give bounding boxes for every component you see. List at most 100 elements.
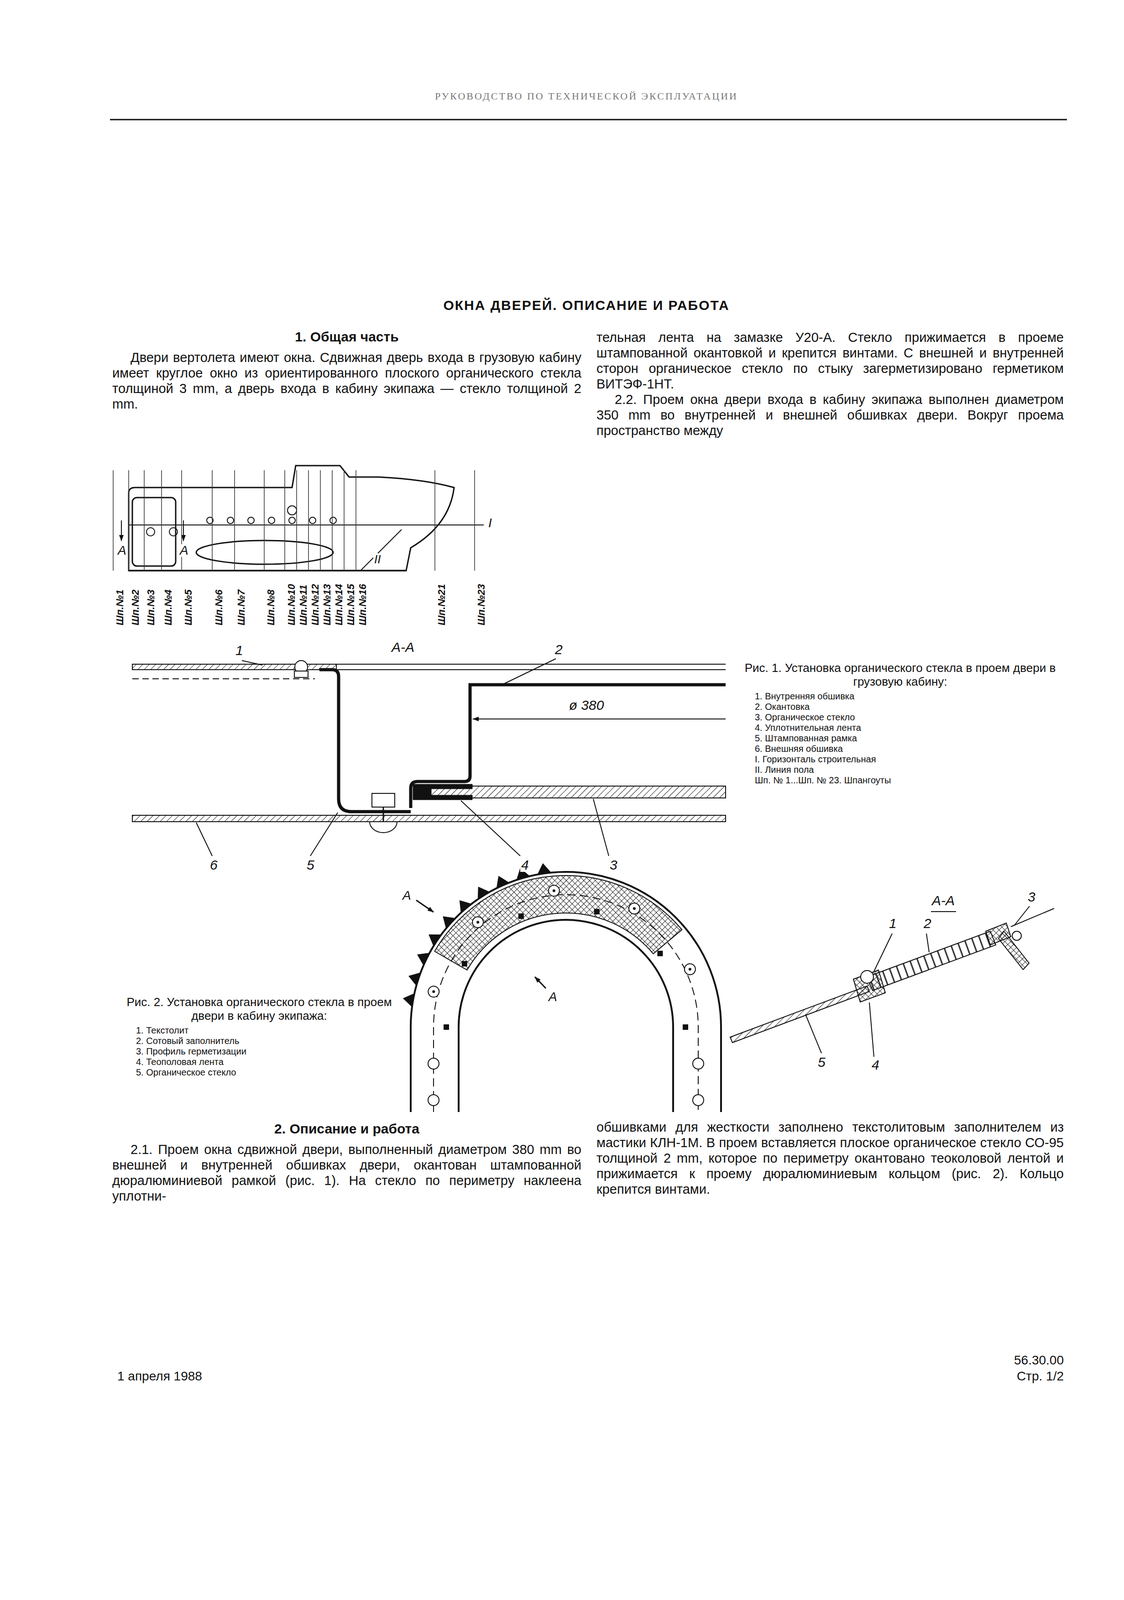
screw <box>692 1057 704 1069</box>
porthole <box>309 517 316 524</box>
ring-line <box>433 894 699 1112</box>
frame-line <box>474 470 476 571</box>
text-column: обшивками для жесткости заполнено тексто… <box>596 1118 1064 1197</box>
frame-label: Шп.№21 <box>436 582 447 627</box>
frame-line <box>331 470 333 571</box>
screw <box>548 884 560 896</box>
frame-label: Шп.№6 <box>214 588 225 627</box>
window-opening <box>458 919 674 1112</box>
rivet-spike <box>408 972 421 986</box>
body-paragraph: 2.2. Проем окна двери входа в кабину эки… <box>596 391 1064 439</box>
frame-line <box>319 470 321 571</box>
frame-label: Шп.№3 <box>146 588 157 627</box>
cargo-door-oval <box>196 540 334 565</box>
frame-label: Шп.№14 <box>334 582 345 627</box>
running-header: РУКОВОДСТВО ПО ТЕХНИЧЕСКОЙ ЭКСПЛУАТАЦИИ <box>434 90 738 103</box>
issue-date: 1 апреля 1988 <box>117 1369 203 1384</box>
frame-label: Шп.№13 <box>322 582 333 627</box>
nut <box>371 793 395 807</box>
organic-glass <box>730 985 870 1043</box>
frame-label: Шп.№12 <box>310 582 321 627</box>
side-view <box>121 465 484 571</box>
porthole <box>288 517 296 524</box>
body-paragraph: Двери вертолета имеют окна. Сдвижная две… <box>112 349 582 412</box>
window-view <box>402 863 722 1112</box>
leader-line <box>241 660 263 665</box>
frame-line <box>112 470 114 571</box>
frame-line <box>234 470 236 571</box>
anchor-nut <box>657 950 663 957</box>
frame-label: Шп.№11 <box>298 583 309 627</box>
outer-contour <box>410 871 722 1112</box>
callout-number: 4 <box>520 857 530 872</box>
screw-center <box>476 920 480 924</box>
screw <box>684 963 696 975</box>
legend-item: 4. Уплотнительная лента <box>736 722 1064 733</box>
fastener <box>1012 930 1022 941</box>
leader-line <box>501 658 556 685</box>
rivet-spike <box>428 934 442 947</box>
legend-item: Шп. № 1...Шп. № 23. Шпангоуты <box>736 774 1064 786</box>
body-paragraph: тельная лента на замазке У20-А. Стекло п… <box>596 329 1064 392</box>
porthole <box>227 517 234 524</box>
section-title: А-А <box>390 640 416 654</box>
rivet-spike <box>537 863 551 875</box>
anchor-nut <box>518 913 524 919</box>
callout-number: 1 <box>888 916 898 931</box>
view-marker: А <box>116 543 128 557</box>
sealing-tape <box>413 784 473 800</box>
screw <box>428 1094 440 1106</box>
screw-shank <box>382 806 385 822</box>
frame-line <box>161 470 163 571</box>
screw-center <box>552 888 556 892</box>
rivet-spike <box>402 993 415 1007</box>
leader-line <box>926 933 930 952</box>
frame-line <box>211 470 213 571</box>
leader-line <box>310 812 338 856</box>
fuselage-outline <box>128 465 455 571</box>
frame-grid <box>113 470 475 571</box>
legend-item: 4. Теополовая лента <box>117 1056 401 1067</box>
screw-head <box>860 970 874 983</box>
sealing-profile <box>998 930 1030 970</box>
rivet-spike <box>443 916 456 929</box>
callout-number: 2 <box>554 642 564 657</box>
text-column: 2. Описание и работа2.1. Проем окна сдви… <box>112 1120 582 1204</box>
rivet-spike <box>459 900 472 913</box>
page-title: ОКНА ДВЕРЕЙ. ОПИСАНИЕ И РАБОТА <box>443 297 730 314</box>
textolite-block <box>853 969 886 1002</box>
reference-line-label: I <box>487 516 493 530</box>
edging <box>410 684 726 808</box>
legend-item: 1. Внутренняя обшивка <box>736 690 1064 702</box>
figure-caption: Рис. 2. Установка органического стекла в… <box>117 994 401 1023</box>
view-marker: А <box>547 990 559 1004</box>
screw <box>628 902 640 914</box>
anchor-nut <box>443 1024 450 1030</box>
legend-item: 3. Органическое стекло <box>736 711 1064 723</box>
view-marker: А <box>401 888 413 902</box>
section-arrow <box>416 899 434 912</box>
text-column: 1. Общая частьДвери вертолета имеют окна… <box>112 328 582 412</box>
callout-number: 5 <box>816 1055 827 1069</box>
section-heading: 2. Описание и работа <box>112 1120 582 1137</box>
section-view <box>730 905 1055 1057</box>
frame-label: Шп.№7 <box>236 588 247 627</box>
legend-item: 6. Внешняя обшивка <box>736 743 1064 754</box>
window-mark <box>287 505 297 515</box>
section-title: А-А <box>930 893 956 908</box>
screw <box>428 1057 440 1069</box>
title-underline <box>930 910 957 912</box>
honeycomb-filler <box>867 930 996 991</box>
leader-line <box>460 800 521 856</box>
frame-line <box>355 470 357 571</box>
callout-number: 2 <box>922 916 933 931</box>
callout-number: 6 <box>209 857 219 872</box>
frame-line <box>308 470 309 571</box>
callout-number: 5 <box>305 857 316 872</box>
screw <box>692 1094 704 1106</box>
frame-label: Шп.№4 <box>163 588 174 627</box>
frame-line <box>434 470 436 571</box>
legend-item: 1. Текстолит <box>117 1024 401 1036</box>
callout-number: 3 <box>608 857 619 872</box>
screw <box>428 985 440 997</box>
